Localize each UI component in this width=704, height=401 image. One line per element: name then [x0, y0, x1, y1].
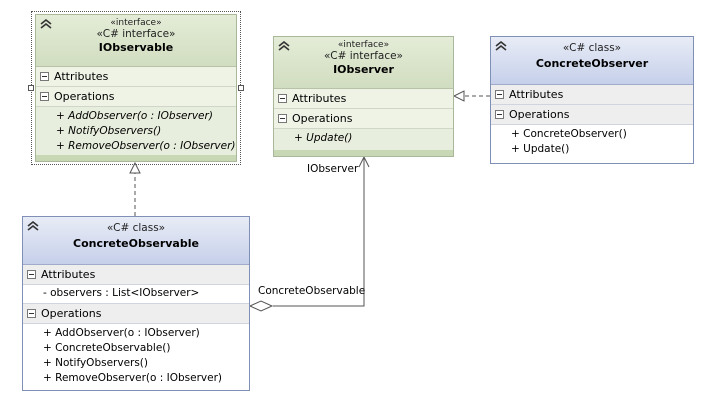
iobservable-box[interactable]: «interface» «C# interface» IObservable A… — [35, 14, 237, 162]
operations-label: Operations — [292, 112, 353, 125]
concrete-observer-box[interactable]: «C# class» ConcreteObserver Attributes O… — [490, 36, 694, 164]
operation-item[interactable]: + RemoveObserver(o : IObserver) — [43, 372, 223, 384]
operation-item[interactable]: + Update() — [511, 143, 570, 155]
iobserver-stereotype-sub: «C# interface» — [324, 50, 403, 62]
operation-item[interactable]: + AddObserver(o : IObserver) — [56, 110, 213, 122]
collapse-chevron-icon[interactable] — [278, 41, 290, 51]
collapse-minus-icon[interactable] — [27, 270, 36, 279]
iobserver-header: «interface» «C# interface» IObserver — [274, 37, 453, 89]
iobserver-name: IObserver — [333, 63, 394, 76]
concrete-observer-header: «C# class» ConcreteObserver — [491, 37, 693, 85]
iobservable-attributes-section[interactable]: Attributes — [36, 67, 236, 87]
selection-handle-right[interactable] — [238, 85, 244, 91]
iobserver-stereotype-top: «interface» — [337, 40, 390, 50]
collapse-minus-icon[interactable] — [40, 92, 49, 101]
collapse-chevron-icon[interactable] — [495, 41, 507, 51]
realization-arrowhead-observer — [452, 90, 465, 102]
iobservable-stereotype-top: «interface» — [110, 18, 162, 28]
concrete-observable-attributes-section[interactable]: Attributes — [23, 265, 249, 285]
attributes-label: Attributes — [41, 268, 96, 281]
iobserver-attributes-section[interactable]: Attributes — [274, 89, 453, 109]
attributes-label: Attributes — [292, 92, 347, 105]
operation-item[interactable]: + NotifyObservers() — [56, 125, 162, 137]
iobserver-operations-section[interactable]: Operations — [274, 109, 453, 129]
iobservable-stereotype-sub: «C# interface» — [96, 28, 176, 40]
aggregation-diamond — [248, 300, 274, 312]
iobservable-operations-section[interactable]: Operations — [36, 87, 236, 107]
realization-arrowhead-observable — [129, 161, 141, 174]
collapse-chevron-icon[interactable] — [40, 19, 52, 29]
iobservable-footer — [36, 155, 236, 161]
iobservable-name: IObservable — [98, 41, 174, 54]
operation-item[interactable]: + NotifyObservers() — [43, 357, 149, 369]
concrete-observable-attributes-list: - observers : List<IObserver> — [23, 285, 249, 304]
attribute-item[interactable]: - observers : List<IObserver> — [43, 287, 200, 299]
attributes-label: Attributes — [509, 88, 564, 101]
association-line[interactable] — [273, 158, 365, 307]
concrete-observable-operations-list: + AddObserver(o : IObserver) + ConcreteO… — [23, 324, 249, 388]
operations-label: Operations — [509, 108, 570, 121]
concrete-observer-operations-section[interactable]: Operations — [491, 105, 693, 125]
concrete-observable-box[interactable]: «C# class» ConcreteObservable Attributes… — [22, 216, 250, 391]
iobservable-operations-list: + AddObserver(o : IObserver) + NotifyObs… — [36, 107, 236, 156]
operation-item[interactable]: + ConcreteObservable() — [43, 342, 171, 354]
association-source-role-label: ConcreteObservable — [258, 285, 366, 297]
iobserver-footer — [274, 150, 453, 156]
collapse-minus-icon[interactable] — [278, 114, 287, 123]
association-target-role-label: IObserver — [307, 163, 359, 175]
concrete-observable-operations-section[interactable]: Operations — [23, 304, 249, 324]
collapse-minus-icon[interactable] — [495, 90, 504, 99]
iobservable-header: «interface» «C# interface» IObservable — [36, 15, 236, 67]
iobserver-box[interactable]: «interface» «C# interface» IObserver Att… — [273, 36, 454, 157]
concrete-observable-header: «C# class» ConcreteObservable — [23, 217, 249, 265]
operations-label: Operations — [41, 307, 102, 320]
operation-item[interactable]: + RemoveObserver(o : IObserver) — [56, 140, 236, 152]
operation-item[interactable]: + AddObserver(o : IObserver) — [43, 327, 200, 339]
iobserver-operations-list: + Update() — [274, 129, 453, 148]
operation-item[interactable]: + Update() — [294, 132, 353, 144]
collapse-minus-icon[interactable] — [27, 309, 36, 318]
concrete-observer-stereotype: «C# class» — [562, 42, 622, 54]
selection-handle-left[interactable] — [28, 85, 34, 91]
collapse-minus-icon[interactable] — [278, 94, 287, 103]
concrete-observable-stereotype: «C# class» — [106, 222, 166, 234]
concrete-observer-attributes-section[interactable]: Attributes — [491, 85, 693, 105]
operations-label: Operations — [54, 90, 115, 103]
association-arrowhead — [358, 155, 370, 168]
attributes-label: Attributes — [54, 70, 109, 83]
concrete-observer-operations-list: + ConcreteObserver() + Update() — [491, 125, 693, 159]
concrete-observer-name: ConcreteObserver — [535, 57, 649, 70]
operation-item[interactable]: + ConcreteObserver() — [511, 128, 627, 140]
collapse-minus-icon[interactable] — [495, 110, 504, 119]
collapse-chevron-icon[interactable] — [27, 221, 39, 231]
collapse-minus-icon[interactable] — [40, 72, 49, 81]
concrete-observable-name: ConcreteObservable — [73, 237, 199, 250]
